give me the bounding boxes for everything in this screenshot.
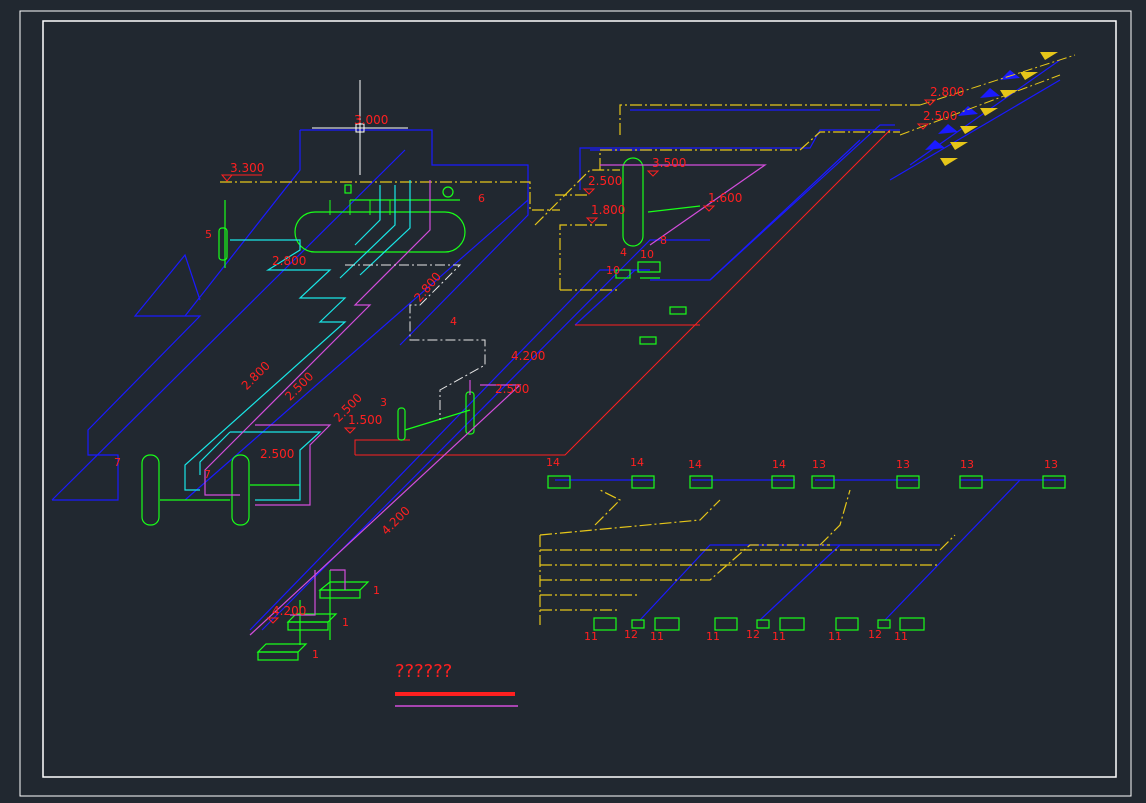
vessel-7a: [141, 454, 160, 526]
label-1a: 1: [373, 584, 380, 597]
inner-frame: [42, 20, 1117, 778]
crosshair-cursor-icon: [312, 80, 408, 175]
label-13a: 13: [812, 458, 826, 471]
label-11d: 11: [772, 630, 786, 643]
label-14d: 14: [772, 458, 786, 471]
elev-2800c: 2.800: [239, 359, 273, 393]
elev-3300: 3.300: [230, 161, 264, 175]
label-14a: 14: [546, 456, 560, 469]
label-11a: 11: [584, 630, 598, 643]
label-1b: 1: [342, 616, 349, 629]
label-11c: 11: [706, 630, 720, 643]
elev-1800: 1.800: [591, 203, 625, 217]
elev-3500: 3.500: [652, 156, 686, 170]
cyan-pipes: [184, 180, 411, 501]
vessel-2: [465, 391, 475, 435]
elev-1600: 1.600: [708, 191, 742, 205]
elev-2500-right: 2.500: [923, 109, 957, 123]
magenta-pipes: [204, 164, 767, 707]
label-5: 5: [205, 228, 212, 241]
item-numbers: 1 1 1 3 4 4 5 6 7 7 8 10 10 14 14 14 14 …: [114, 192, 1058, 661]
label-13c: 13: [960, 458, 974, 471]
outer-frame: [19, 10, 1132, 797]
vessel-3: [397, 407, 406, 441]
label-4: 4: [450, 315, 457, 328]
label-14b: 14: [630, 456, 644, 469]
vessel-5: [218, 227, 228, 261]
manifold-boxes: [547, 475, 1066, 631]
elev-2500d: 2.500: [260, 447, 294, 461]
label-7b: 7: [204, 468, 211, 481]
blue-platform-outline: [51, 59, 1061, 631]
label-3: 3: [380, 396, 387, 409]
label-13b: 13: [896, 458, 910, 471]
elev-3000: 3.000: [354, 113, 388, 127]
vessel-8: [622, 157, 644, 247]
elev-2800b: 2.800: [411, 269, 444, 304]
elev-4200c: 4.200: [272, 604, 306, 618]
elev-2500c: 2.500: [495, 382, 529, 396]
label-11e: 11: [828, 630, 842, 643]
label-8: 8: [660, 234, 667, 247]
yellow-dashdot-lines: [220, 104, 920, 291]
fan-lines: [899, 54, 1076, 136]
label-11f: 11: [894, 630, 908, 643]
label-12a: 12: [624, 628, 638, 641]
elev-2800-right: 2.800: [930, 85, 964, 99]
legend-red-bar: [395, 692, 515, 696]
elev-2800a: 2.800: [272, 254, 306, 268]
label-14c: 14: [688, 458, 702, 471]
red-platform-outline: [354, 129, 891, 456]
green-equipment: [141, 157, 701, 661]
label-12c: 12: [868, 628, 882, 641]
label-12b: 12: [746, 628, 760, 641]
elev-2500a: 2.500: [282, 369, 316, 403]
drawing-title: ??????: [395, 661, 452, 682]
label-13d: 13: [1044, 458, 1058, 471]
label-1c: 1: [312, 648, 319, 661]
label-10b: 10: [640, 248, 654, 261]
label-10a: 10: [606, 264, 620, 277]
label-11b: 11: [650, 630, 664, 643]
label-6: 6: [478, 192, 485, 205]
label-4b: 4: [620, 246, 627, 259]
label-7a: 7: [114, 456, 121, 469]
elev-4200b: 4.200: [379, 504, 413, 538]
white-dashdot-lines: [345, 264, 486, 420]
yellow-manifold-lines: [539, 489, 956, 625]
elev-4200a: 4.200: [511, 349, 545, 363]
elev-1500: 1.500: [348, 413, 382, 427]
elev-2500e: 2.500: [588, 174, 622, 188]
elevation-markers: 3.000 3.300 2.800 2.800 2.800 2.500 2.50…: [220, 85, 964, 624]
nozzle-array: [925, 52, 1058, 166]
vessel-7b: [231, 454, 250, 526]
